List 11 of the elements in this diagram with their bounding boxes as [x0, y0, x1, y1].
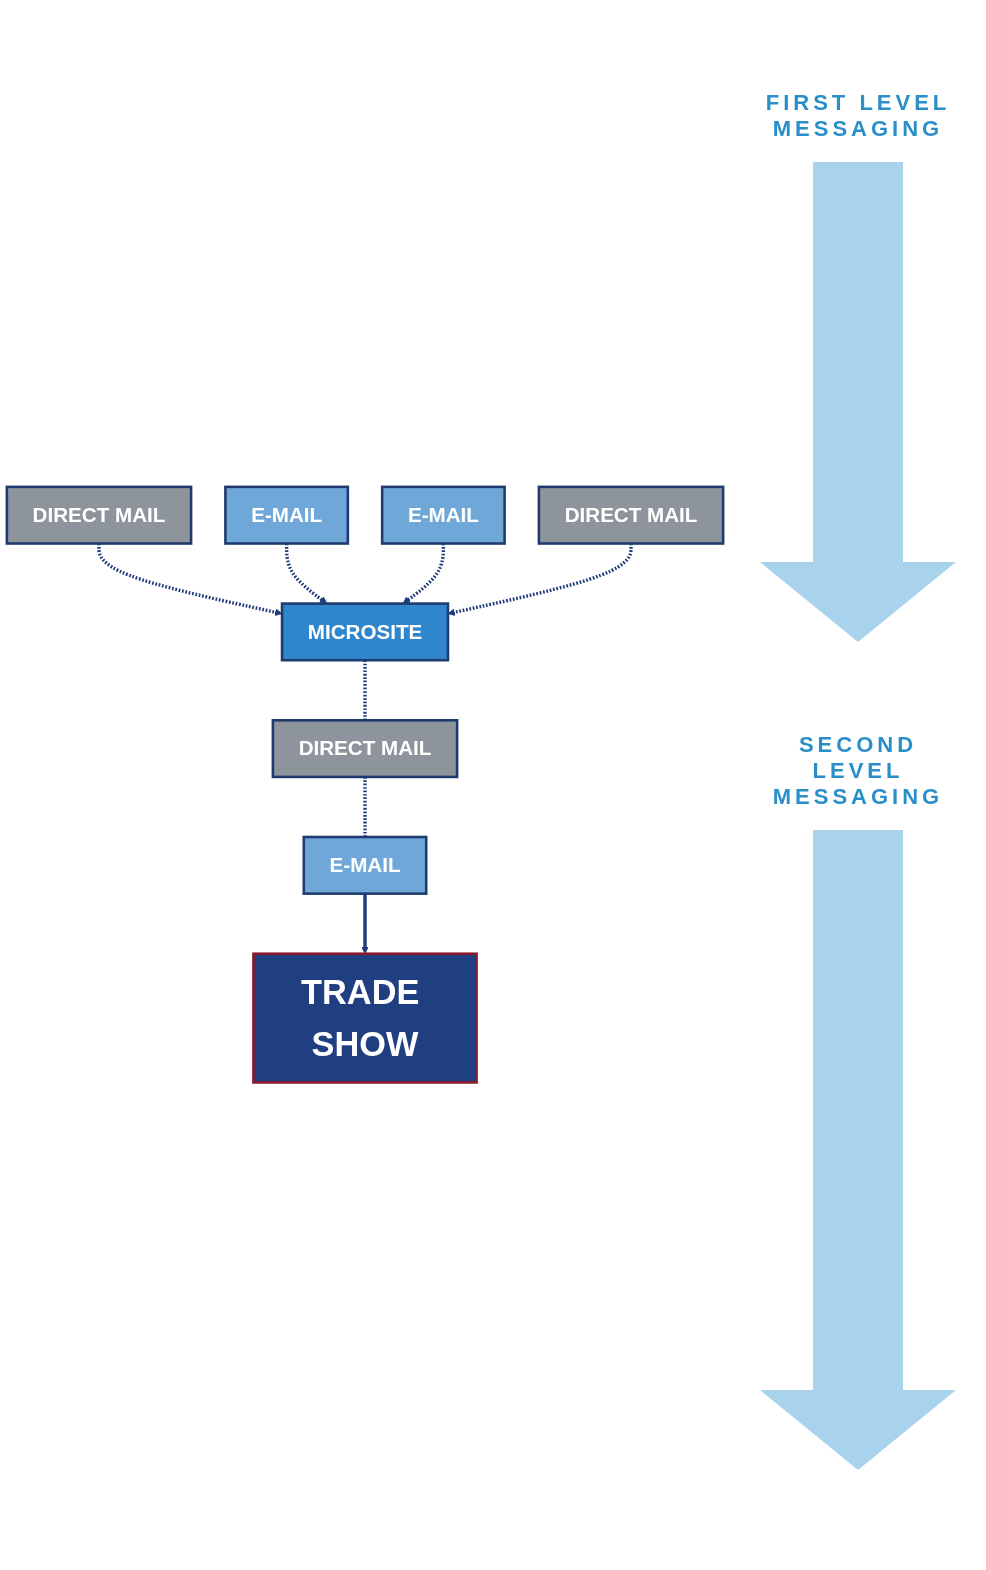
node-box: E-MAIL — [224, 485, 350, 546]
node-box: MICROSITE — [280, 602, 450, 662]
level-label: FIRST LEVEL MESSAGING — [764, 90, 952, 142]
arrow — [361, 894, 369, 955]
node-box: DIRECT MAIL — [537, 485, 725, 546]
node-box: DIRECT MAIL — [271, 719, 459, 779]
level-label: SECOND LEVEL MESSAGING — [771, 732, 945, 810]
node-box: E-MAIL — [302, 836, 428, 896]
node-box: E-MAIL — [380, 485, 506, 546]
node-box: DIRECT MAIL — [5, 485, 193, 546]
node-box: TRADE SHOW — [252, 952, 478, 1085]
